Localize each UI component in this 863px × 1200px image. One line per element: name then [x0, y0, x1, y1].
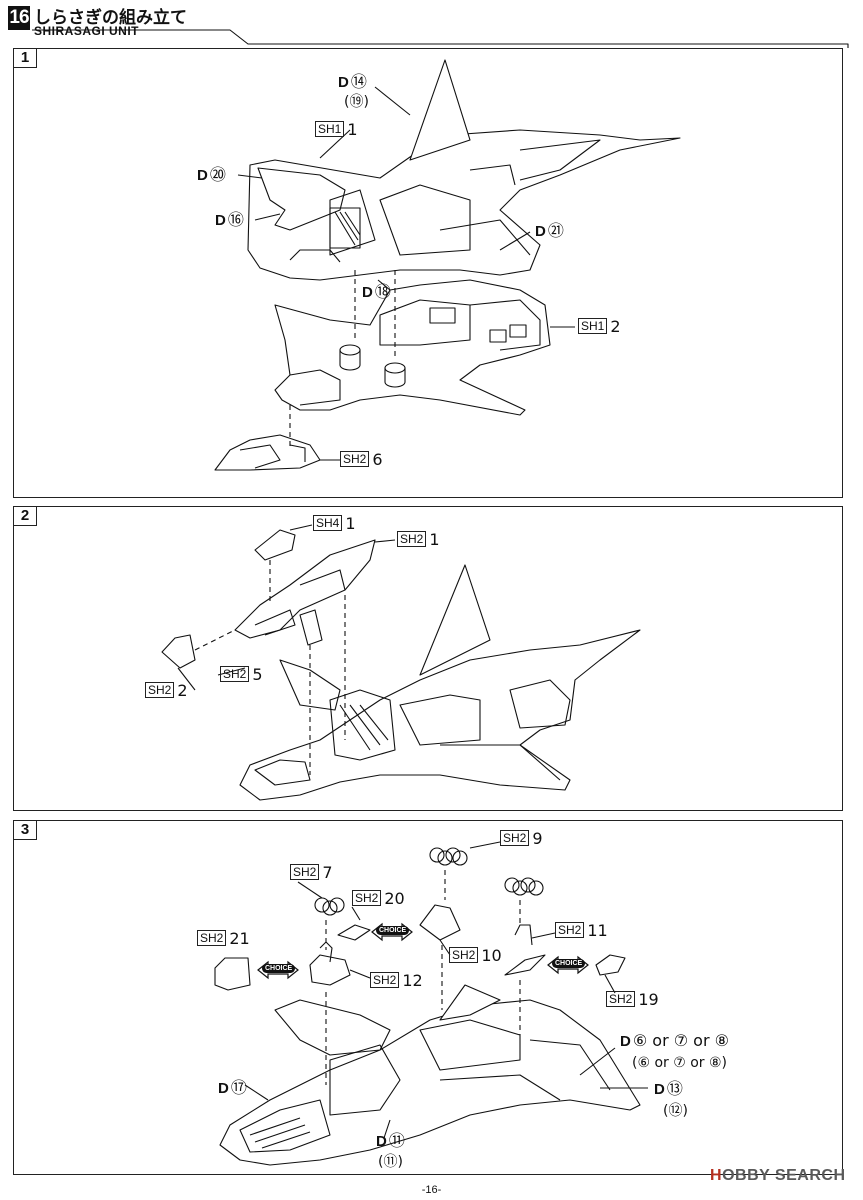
page-number: -16-	[421, 1184, 442, 1196]
step1-lower-body	[274, 279, 551, 416]
step1-nose-part	[214, 434, 321, 471]
watermark: HOBBY SEARCH	[710, 1167, 846, 1184]
part-label-d11-alt: (⑪)	[378, 1154, 403, 1170]
unit-number-badge: 16	[8, 6, 30, 30]
step-1-panel: 1	[13, 48, 843, 498]
step-3-panel: 3	[13, 820, 843, 1175]
step1-guide-lines	[289, 270, 396, 450]
step3-parts	[214, 847, 626, 991]
page-title-en: SHIRASAGI UNIT	[34, 24, 140, 38]
step2-guide-lines	[194, 560, 346, 775]
part-label-d13-alt: (⑫)	[663, 1103, 688, 1119]
choice-badge: CHOICE	[376, 926, 410, 935]
step-number: 3	[14, 821, 37, 840]
choice-badge: CHOICE	[262, 964, 296, 973]
step2-small-parts	[161, 529, 323, 669]
step-number: 2	[14, 507, 37, 526]
choice-badge: CHOICE	[552, 959, 586, 968]
page-title-jp: しらさぎの組み立て	[34, 8, 187, 28]
step3-guide-lines	[325, 870, 521, 1085]
part-label-d678-alt: (⑥ or ⑦ or ⑧)	[632, 1055, 728, 1071]
step-2-panel: 2	[13, 506, 843, 811]
step3-body	[219, 984, 641, 1166]
step-number: 1	[14, 49, 37, 68]
step1-upper-body	[247, 59, 681, 281]
step2-canopy	[234, 539, 376, 639]
part-label-d14-alt: (⑲)	[344, 94, 369, 110]
